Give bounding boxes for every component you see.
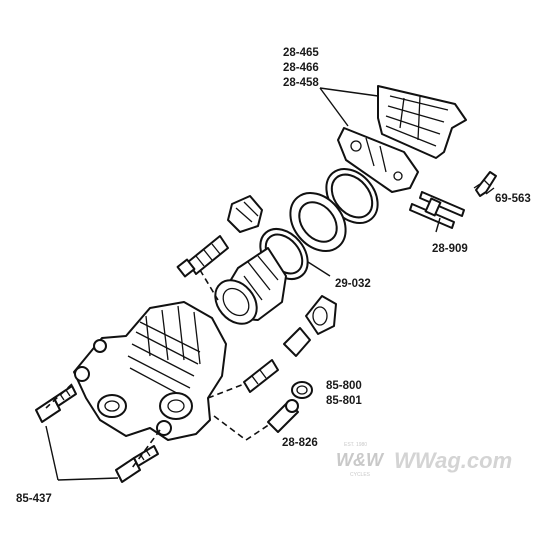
watermark-logo: W&W <box>336 450 385 470</box>
piston-outer <box>289 192 347 252</box>
label-69-563: 69-563 <box>495 193 531 205</box>
piston-inner <box>214 247 287 325</box>
part-labels: 28-465 28-466 28-458 69-563 28-909 29-03… <box>16 47 531 505</box>
watermark-site: WWag.com <box>394 448 512 473</box>
label-85-437: 85-437 <box>16 493 52 505</box>
boot-top <box>227 195 263 233</box>
mount-bolt-upper <box>35 385 77 423</box>
bleeder-part <box>243 359 279 393</box>
brake-pad-inner <box>337 127 419 193</box>
leader-lines <box>45 87 495 481</box>
label-28-826: 28-826 <box>282 437 318 449</box>
assembly-dash-lines <box>45 269 271 469</box>
label-85-800: 85-800 <box>326 380 362 392</box>
small-piston-right <box>283 327 311 357</box>
label-28-465: 28-465 <box>283 47 319 59</box>
label-29-032: 29-032 <box>335 278 371 290</box>
label-28-909: 28-909 <box>432 243 468 255</box>
bleeder-cap <box>291 381 313 399</box>
brake-pad-outer <box>377 85 467 159</box>
mount-bolt-lower <box>115 445 159 483</box>
spring-part <box>176 235 229 278</box>
watermark-est: EST. 1980 <box>344 442 367 448</box>
label-28-458: 28-458 <box>283 77 319 89</box>
label-28-466: 28-466 <box>283 62 319 74</box>
caliper-body <box>73 301 227 441</box>
bleed-screw-part <box>267 399 299 433</box>
watermark-sub: CYCLES <box>350 472 371 478</box>
watermark: W&W WWag.com EST. 1980 CYCLES <box>336 442 512 478</box>
clip-part <box>473 171 497 197</box>
label-85-801: 85-801 <box>326 395 362 407</box>
pin-kit-part <box>409 191 465 229</box>
bushing-right <box>305 295 337 335</box>
